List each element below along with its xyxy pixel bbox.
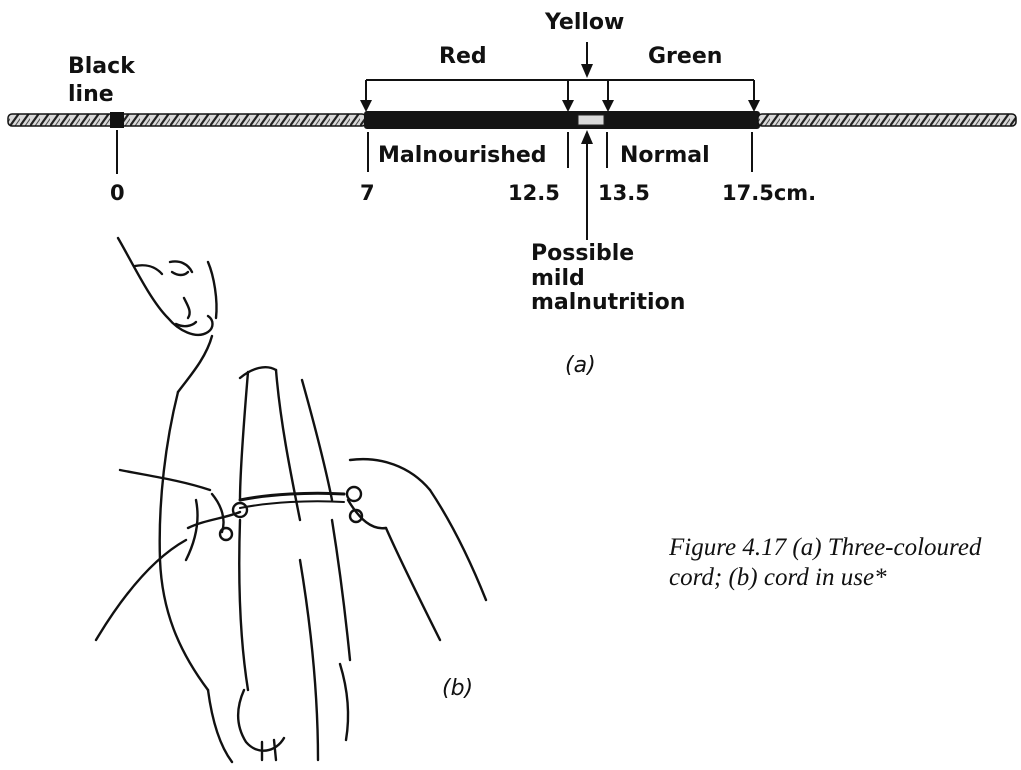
yellow-arrow — [581, 42, 593, 78]
tick-label-0: 0 — [110, 183, 125, 204]
normal-label: Normal — [620, 145, 710, 167]
top-bracket — [366, 80, 754, 108]
cord-right-segment — [758, 114, 1016, 126]
possible-mild-label-line3: malnutrition — [531, 292, 685, 314]
tick-label-17-5: 17.5cm. — [722, 183, 816, 204]
top-bracket-arrowheads — [360, 100, 760, 112]
panel-label-a: (a) — [565, 353, 596, 378]
child-illustration — [96, 238, 486, 762]
tick-label-7: 7 — [360, 183, 375, 204]
red-label: Red — [439, 46, 487, 68]
yellow-label: Yellow — [545, 12, 624, 34]
yellow-segment — [578, 115, 604, 125]
black-line-mark — [110, 112, 124, 128]
possible-mild-label-line1: Possible — [531, 243, 634, 265]
cord-left-segment — [8, 114, 366, 126]
figure-caption: Figure 4.17 (a) Three-coloured cord; (b)… — [669, 533, 1021, 593]
green-label: Green — [648, 46, 722, 68]
caption-line-1: Figure 4.17 (a) Three-coloured — [669, 533, 1021, 563]
malnourished-label: Malnourished — [378, 145, 547, 167]
possible-mild-arrow — [581, 130, 593, 240]
possible-mild-label-line2: mild — [531, 268, 585, 290]
cord-coloured-section — [364, 111, 760, 129]
tick-label-13-5: 13.5 — [598, 183, 650, 204]
black-line-label-line2: line — [68, 84, 114, 106]
tick-label-12-5: 12.5 — [508, 183, 560, 204]
black-line-label-line1: Black — [68, 56, 135, 78]
caption-line-2: cord; (b) cord in use* — [669, 563, 1021, 593]
panel-label-b: (b) — [442, 676, 473, 701]
